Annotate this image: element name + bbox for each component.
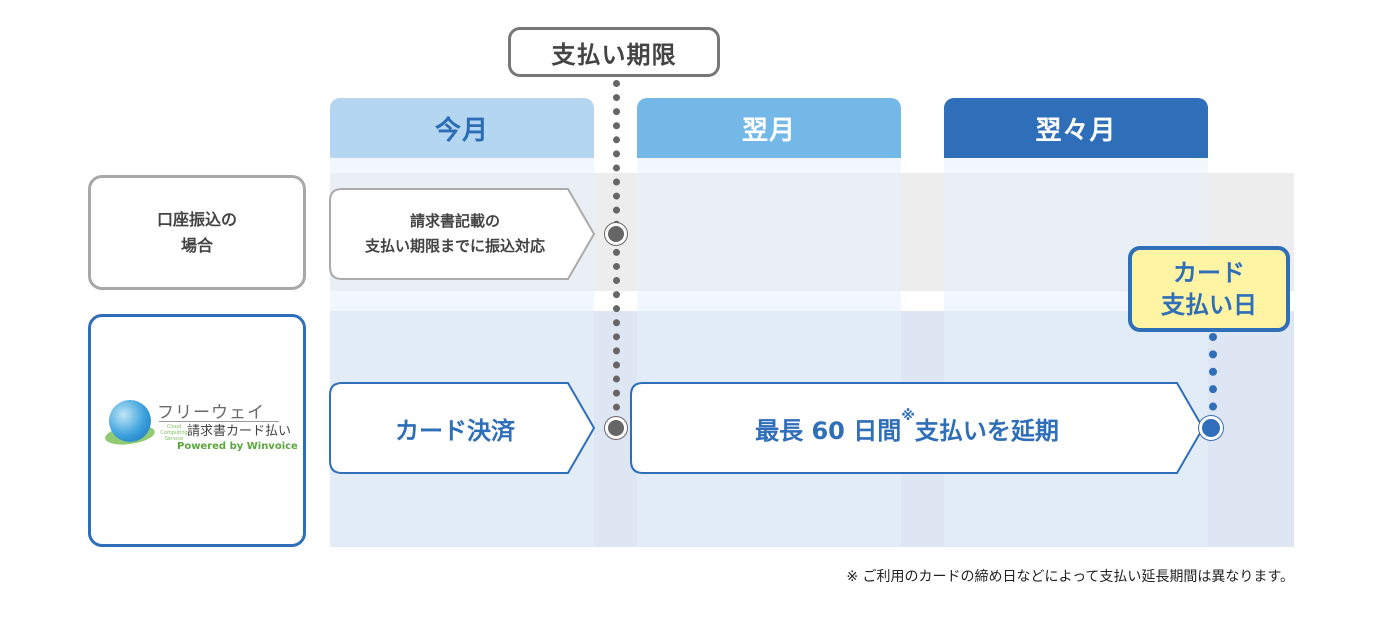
bank-transfer-arrow: 請求書記載の 支払い期限までに振込対応 [330, 190, 580, 278]
bank-transfer-arrow-shape [329, 188, 596, 280]
column-month-after-next [944, 155, 1208, 547]
payment-deadline-label: 支払い期限 [508, 27, 720, 77]
extension-arrow-note-mark: ※ [901, 408, 915, 424]
payday-node [1199, 416, 1223, 440]
deadline-node-card [605, 417, 627, 439]
freeway-invoice-card-logo: フリーウェイ Cloud Computing Service 請求書カード払い … [103, 396, 298, 466]
payday-dotted-line [1209, 333, 1217, 428]
card-payment-arrow-shape [329, 382, 596, 474]
extension-arrow-shape [630, 382, 1205, 474]
column-next-month [637, 155, 901, 547]
logo-kana-text: フリーウェイ [157, 402, 265, 423]
deadline-dotted-line [613, 80, 620, 425]
month-header-this-month: 今月 [330, 98, 594, 158]
card-payday-line1: カード [1173, 259, 1245, 287]
deadline-node-bank [605, 223, 627, 245]
card-payday-label: カード 支払い日 [1128, 246, 1290, 332]
row-label-bank-line2: 場合 [180, 235, 213, 255]
logo-powered-by-text: Powered by Winvoice [177, 440, 298, 452]
month-header-next-month: 翌月 [637, 98, 901, 158]
extension-arrow-tail: 支払いを延期 [914, 416, 1059, 445]
logo-swoosh-line [159, 420, 279, 422]
footnote: ※ ご利用のカードの締め日などによって支払い延長期間は異なります。 [846, 569, 1294, 585]
card-payment-arrow: カード決済 [395, 416, 515, 445]
logo-tiny-text: Cloud Computing Service [160, 423, 188, 442]
bank-transfer-arrow-line2: 支払い期限までに振込対応 [364, 237, 545, 255]
row-label-bank-line1: 口座振込の [156, 209, 237, 229]
extension-arrow-head: 最長 60 日間 [755, 416, 902, 445]
bank-transfer-arrow-line1: 請求書記載の [409, 212, 500, 230]
extension-arrow: 最長 60 日間※支払いを延期 [632, 384, 1182, 472]
logo-globe-icon [109, 399, 151, 442]
row-label-bank-transfer: 口座振込の 場合 [88, 175, 306, 290]
logo-main-text: 請求書カード払い [187, 423, 292, 439]
card-payday-line2: 支払い日 [1161, 291, 1257, 319]
row-label-card-payment: フリーウェイ Cloud Computing Service 請求書カード払い … [88, 314, 306, 547]
month-header-month-after-next: 翌々月 [944, 98, 1208, 158]
